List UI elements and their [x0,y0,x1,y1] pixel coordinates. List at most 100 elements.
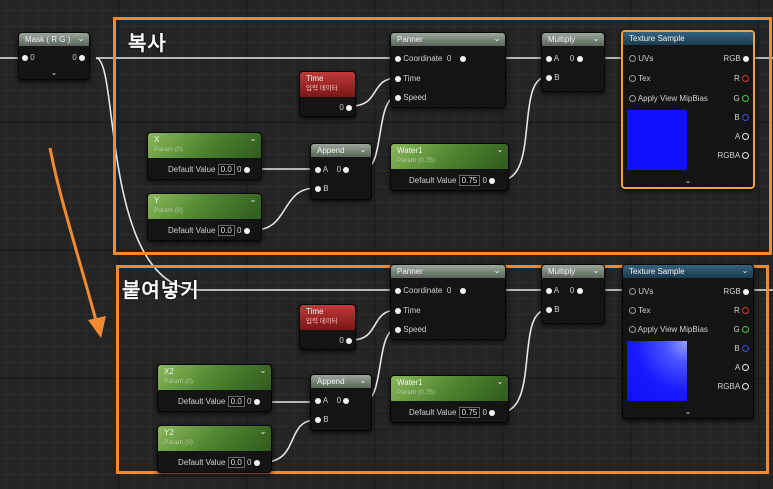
multiply-a-pin[interactable] [546,55,552,62]
chevron-down-icon[interactable]: ⌄ [493,34,501,43]
chevron-down-icon[interactable]: ⌄ [592,266,600,275]
chevron-down-icon[interactable]: ⌄ [359,376,367,385]
rgb-output-pin[interactable] [743,55,749,62]
chevron-down-icon[interactable]: ⌄ [684,176,692,185]
param-x-default-input[interactable]: 0.0 [217,164,235,176]
append-output-pin[interactable] [343,166,350,173]
chevron-down-icon[interactable]: ⌄ [249,134,257,143]
multiply-b-pin[interactable] [546,306,552,313]
time-input-pin[interactable] [395,75,401,82]
append-a-pin[interactable] [315,166,321,173]
b-output-pin[interactable] [742,345,749,353]
tex-pin[interactable] [629,307,636,315]
panner-output-pin[interactable] [459,55,466,62]
chevron-down-icon[interactable]: ⌄ [77,34,85,43]
panner-node-header[interactable]: Panner⌄ [391,33,505,46]
time-input-pin[interactable] [395,307,401,314]
water-default-input[interactable]: 0.75 [458,175,481,187]
mip-bias-pin[interactable] [629,95,636,103]
chevron-down-icon[interactable]: ⌄ [359,145,367,154]
texture-sample-header[interactable]: Texture Sample⌄ [623,265,753,278]
g-output-pin[interactable] [742,326,749,334]
texture-sample-node[interactable]: Texture Sample⌄ UVs Tex Apply View MipBi… [622,264,754,419]
rgba-output-pin[interactable] [742,383,749,391]
chevron-down-icon[interactable]: ⌄ [496,377,504,386]
append-output-pin[interactable] [343,397,350,404]
param-y-default-input[interactable]: 0.0 [217,225,235,237]
multiply-node[interactable]: Multiply⌄ A 0 B [541,32,605,92]
append-node-header[interactable]: Append⌄ [311,375,371,388]
chevron-down-icon[interactable]: ⌄ [50,68,58,77]
mask-node-header[interactable]: Mask ( R G )⌄ [19,33,89,46]
append-node[interactable]: Append⌄ A 0 B [310,143,372,200]
chevron-down-icon[interactable]: ⌄ [493,266,501,275]
multiply-node[interactable]: Multiply⌄ A 0 B [541,264,605,324]
uvs-pin[interactable] [629,288,636,296]
panner-node[interactable]: Panner⌄ Coordinate 0 Time Speed [390,32,506,108]
rgba-output-pin[interactable] [742,152,749,160]
rgb-output-pin[interactable] [743,288,749,295]
coordinate-input-pin[interactable] [395,287,401,294]
texture-sample-header[interactable]: Texture Sample [623,32,753,45]
water-output-pin[interactable] [489,177,496,184]
param-y-output-pin[interactable] [253,459,260,466]
chevron-down-icon[interactable]: ⌄ [249,195,257,204]
multiply-output-pin[interactable] [576,55,583,62]
panner-node[interactable]: Panner⌄ Coordinate 0 Time Speed [390,264,506,340]
param-y-default-input[interactable]: 0.0 [227,457,245,469]
chevron-down-icon[interactable]: ⌄ [592,34,600,43]
speed-input-pin[interactable] [395,94,401,101]
coordinate-input-pin[interactable] [395,55,401,62]
water-default-input[interactable]: 0.75 [458,407,481,419]
panner-output-pin[interactable] [459,287,466,294]
chevron-down-icon[interactable]: ⌄ [741,266,749,275]
mask-input-pin[interactable] [22,54,28,61]
mask-node[interactable]: Mask ( R G )⌄ 0 0 ⌄ [18,32,90,80]
b-output-pin[interactable] [742,114,749,122]
chevron-down-icon[interactable]: ⌄ [684,407,692,416]
multiply-output-pin[interactable] [576,287,583,294]
param-y-output-pin[interactable] [243,227,250,234]
append-a-pin[interactable] [315,397,321,404]
mask-output-pin[interactable] [79,54,85,61]
multiply-a-pin[interactable] [546,287,552,294]
water-output-pin[interactable] [489,409,496,416]
param-x-output-pin[interactable] [253,398,260,405]
g-output-pin[interactable] [742,95,749,103]
time-output-pin[interactable] [346,337,352,344]
param-x-default-input[interactable]: 0.0 [227,396,245,408]
chevron-down-icon[interactable]: ⌄ [496,145,504,154]
a-output-pin[interactable] [742,364,749,372]
texture-sample-node[interactable]: Texture Sample UVs Tex Apply View MipBia… [621,30,755,189]
append-node[interactable]: Append⌄ A 0 B [310,374,372,431]
chevron-down-icon[interactable]: ⌄ [259,366,267,375]
multiply-b-pin[interactable] [546,74,552,81]
multiply-node-header[interactable]: Multiply⌄ [542,33,604,46]
param-x-output-pin[interactable] [243,166,250,173]
time-output-pin[interactable] [346,104,352,111]
uvs-pin[interactable] [629,55,636,63]
tex-pin[interactable] [629,75,636,83]
r-output-pin[interactable] [742,307,749,315]
a-output-pin[interactable] [742,133,749,141]
multiply-node-header[interactable]: Multiply⌄ [542,265,604,278]
mip-bias-pin[interactable] [629,326,636,334]
speed-input-pin[interactable] [395,326,401,333]
r-output-pin[interactable] [742,75,749,83]
